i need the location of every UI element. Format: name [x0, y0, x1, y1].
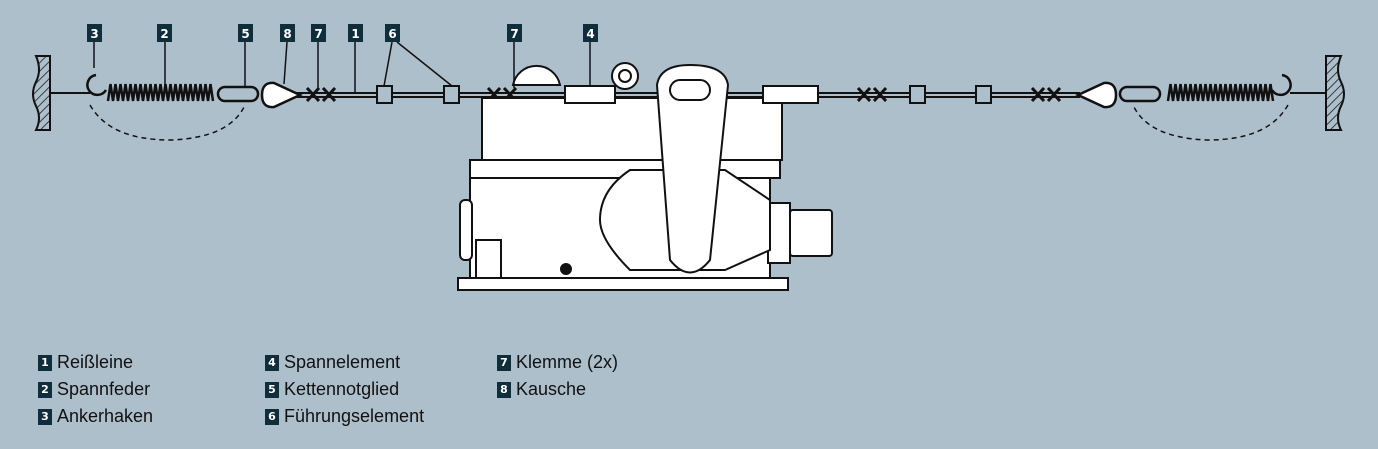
thimble-left: [260, 81, 303, 109]
callout-number: 3: [90, 27, 98, 41]
callout-badge: 5: [238, 24, 253, 42]
left-wall: [32, 55, 51, 131]
legend-badge: 6: [265, 408, 279, 425]
callout-badge: 8: [280, 24, 295, 42]
legend-label: Kausche: [516, 379, 587, 399]
callout-badge-bg: [238, 24, 253, 42]
callout-badge-bg: [280, 24, 295, 42]
legend-label: Spannfeder: [57, 379, 151, 399]
callout-number: 5: [241, 27, 249, 41]
legend-column-3: 7 Klemme (2x) 8 Kausche: [497, 349, 618, 403]
callout-badge: 1: [348, 24, 363, 42]
callout-badge-bg: [385, 24, 400, 42]
callout-number: 7: [314, 27, 322, 41]
callout-badge-bg: [157, 24, 172, 42]
callout-number: 6: [388, 27, 396, 41]
callout-badge: 6: [385, 24, 400, 42]
legend-item: 8 Kausche: [497, 376, 618, 403]
callout-number: 4: [586, 27, 594, 41]
callout-badge: 7: [507, 24, 522, 42]
callout-number: 8: [283, 27, 291, 41]
legend-item: 3 Ankerhaken: [38, 403, 153, 430]
callout-number: 1: [351, 27, 359, 41]
callout-badge-bg: [311, 24, 326, 42]
legend-item: 2 Spannfeder: [38, 376, 153, 403]
callout-badge-bg: [87, 24, 102, 42]
legend-item: 4 Spannelement: [265, 349, 424, 376]
legend-label: Reißleine: [57, 352, 134, 372]
legend-item: 5 Kettennotglied: [265, 376, 424, 403]
legend-badge: 2: [38, 381, 52, 398]
legend-label: Kettennotglied: [284, 379, 400, 399]
pull-wire-switch-diagram: 3 2 5 8 7 1 6 7 4: [32, 24, 1345, 291]
callout-badge-bg: [348, 24, 363, 42]
legend-badge: 7: [497, 354, 511, 371]
legend-label: Ankerhaken: [57, 406, 154, 426]
guide-elements: [376, 85, 992, 104]
slack-right: [1132, 104, 1289, 141]
legend-badge: 8: [497, 381, 511, 398]
slack-left: [89, 104, 246, 141]
legend-column-1: 1 Reißleine 2 Spannfeder 3 Ankerhaken: [38, 349, 153, 430]
switch-device: [457, 62, 833, 291]
legend-label: Klemme (2x): [516, 352, 619, 372]
callout-badge: 3: [87, 24, 102, 42]
callout-badge: 2: [157, 24, 172, 42]
callout-leaders: [93, 41, 591, 92]
callout-number: 7: [510, 27, 518, 41]
tensioning-element-right: [762, 85, 819, 104]
anchor-hook-left: [86, 73, 108, 97]
callout-number: 2: [160, 27, 168, 41]
legend-item: 1 Reißleine: [38, 349, 153, 376]
spring-left: [106, 83, 215, 102]
legend-label: Führungselement: [284, 406, 425, 426]
callout-badge-bg: [583, 24, 598, 42]
legend-badge: 5: [265, 381, 279, 398]
legend-badge: 1: [38, 354, 52, 371]
legend-badge: 3: [38, 408, 52, 425]
callout-badge: 7: [311, 24, 326, 42]
legend-label: Spannelement: [284, 352, 401, 372]
legend-item: 7 Klemme (2x): [497, 349, 618, 376]
chain-link-right: [1118, 85, 1162, 103]
chain-link-left: [216, 85, 260, 103]
callout-badge-bg: [507, 24, 522, 42]
clamp-marks: [305, 86, 1062, 103]
anchor-hook-right: [1270, 73, 1292, 97]
legend-item: 6 Führungselement: [265, 403, 424, 430]
right-wall: [1325, 55, 1345, 131]
legend-badge: 4: [265, 354, 279, 371]
legend-column-2: 4 Spannelement 5 Kettennotglied 6 Führungse…: [265, 349, 424, 430]
spring-right: [1166, 83, 1275, 102]
callout-badge: 4: [583, 24, 598, 42]
tensioning-element: [564, 85, 616, 104]
thimble-right: [1075, 81, 1118, 109]
